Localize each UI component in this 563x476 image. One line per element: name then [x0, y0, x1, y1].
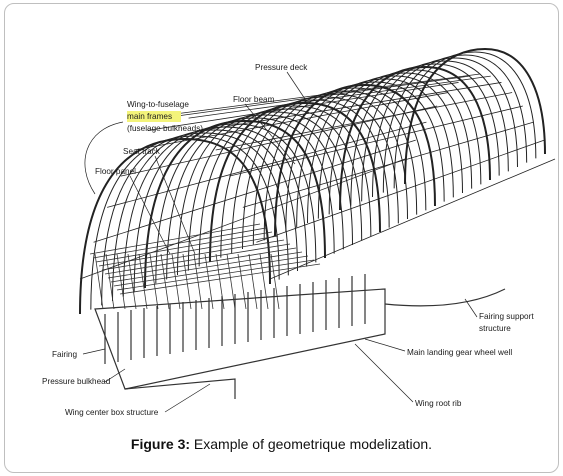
floor-beam-line — [149, 253, 159, 310]
stringer — [188, 75, 491, 119]
floor-beam-line — [127, 253, 137, 310]
floor-beam-line — [226, 253, 236, 310]
label-seat-track: Seat track — [123, 147, 161, 156]
label-wing-fuselage-1: Wing-to-fuselage — [127, 100, 189, 109]
fuselage-frame — [382, 54, 528, 193]
leader-line — [354, 343, 414, 403]
stringer — [229, 105, 523, 177]
leader-line — [364, 338, 406, 352]
floor-beam-line — [105, 253, 115, 310]
fuselage-frame — [198, 105, 372, 267]
figure-caption: Figure 3: Example of geometrique modeliz… — [5, 436, 558, 452]
lower-box-outline — [94, 288, 386, 390]
label-pressure-deck: Pressure deck — [255, 63, 308, 72]
floor-grid — [89, 223, 506, 399]
label-fairing: Fairing — [52, 350, 77, 359]
floor-beam-line — [138, 253, 148, 310]
label-wing-fuselage-3: (fuselage bulkheads) — [127, 124, 203, 133]
fairing-support — [384, 288, 506, 307]
fuselage-frame — [144, 119, 326, 289]
stringer — [161, 75, 470, 119]
floor-beam-line — [94, 253, 104, 310]
floor-line — [101, 239, 285, 271]
stringer — [256, 139, 545, 243]
stringer — [79, 158, 406, 280]
floor-beam-line — [270, 253, 280, 310]
leader-lines — [82, 71, 478, 413]
leader-line — [84, 121, 124, 195]
floor-line — [113, 255, 309, 287]
floor-beam-line — [237, 253, 247, 310]
figure-frame: Pressure deck Floor beam Wing-to-fuselag… — [4, 3, 559, 473]
floor-beam-line — [182, 253, 192, 310]
floor-line — [89, 223, 261, 255]
floor-beam-line — [193, 253, 203, 310]
floor-beam-line — [204, 253, 214, 310]
floor-line — [95, 231, 273, 263]
leader-line — [82, 348, 106, 355]
stringer — [215, 92, 513, 151]
fuselage-frame — [177, 111, 353, 276]
stringer — [242, 121, 534, 208]
floor-beam-line — [160, 253, 170, 310]
fuselage-frame — [133, 123, 317, 293]
label-fairing-support-2: structure — [479, 324, 511, 333]
fuselage-frame — [274, 83, 436, 237]
floor-beam-line — [171, 253, 181, 310]
leader-line — [286, 71, 306, 100]
leader-line — [164, 383, 211, 413]
floor-beam-line — [259, 253, 269, 310]
leader-line — [244, 103, 296, 165]
stringer — [147, 82, 459, 131]
caption-prefix: Figure 3: — [130, 436, 191, 452]
fuselage-frame — [220, 99, 390, 258]
caption-text: Example of geometrique modelization. — [190, 436, 433, 452]
main-frames-highlight — [127, 111, 181, 122]
floor-line — [104, 243, 291, 275]
fuselage-frames — [79, 47, 556, 315]
fuselage-frame — [350, 63, 500, 206]
stringer — [107, 121, 427, 208]
fuselage-frame — [404, 47, 546, 185]
fuselage-frame — [155, 117, 335, 284]
fuselage-frame — [242, 93, 408, 250]
label-pressure-bulkhead: Pressure bulkhead — [42, 377, 111, 386]
leader-line — [154, 155, 196, 255]
label-floor-beam: Floor beam — [233, 95, 275, 104]
fuselage-frame — [79, 137, 271, 315]
label-floor-panel: Floor panel — [95, 167, 136, 176]
fuselage-frame — [339, 65, 491, 211]
stringer — [202, 82, 502, 131]
fuselage-frame — [101, 132, 289, 306]
fuselage-frame — [112, 129, 298, 302]
stringer — [269, 158, 556, 280]
fairing-outline — [124, 378, 236, 399]
label-wing-fuselage-2: main frames — [127, 112, 172, 121]
stringer — [174, 73, 481, 115]
label-wing-root-rib: Wing root rib — [415, 399, 462, 408]
floor-line — [92, 227, 267, 259]
floor-line — [116, 259, 315, 291]
label-fairing-support-1: Fairing support — [479, 312, 534, 321]
floor-line — [107, 247, 297, 279]
floor-beam-line — [248, 253, 258, 310]
stringer — [134, 92, 448, 151]
label-wing-center-box: Wing center box structure — [65, 408, 159, 417]
leader-line — [129, 175, 171, 255]
leader-line — [464, 298, 478, 318]
leader-line — [104, 368, 126, 383]
fuselage-frame — [372, 57, 518, 198]
floor-beam-line — [116, 253, 126, 310]
fuselage-frame — [252, 90, 418, 245]
stringer — [93, 139, 416, 243]
fuselage-frame — [328, 69, 482, 215]
fuselage-frame — [393, 51, 537, 189]
label-main-landing-gear: Main landing gear wheel well — [407, 348, 512, 357]
fuselage-structure-diagram: Pressure deck Floor beam Wing-to-fuselag… — [42, 47, 556, 417]
fuselage-frame — [166, 114, 344, 280]
fuselage-frame — [209, 101, 381, 263]
